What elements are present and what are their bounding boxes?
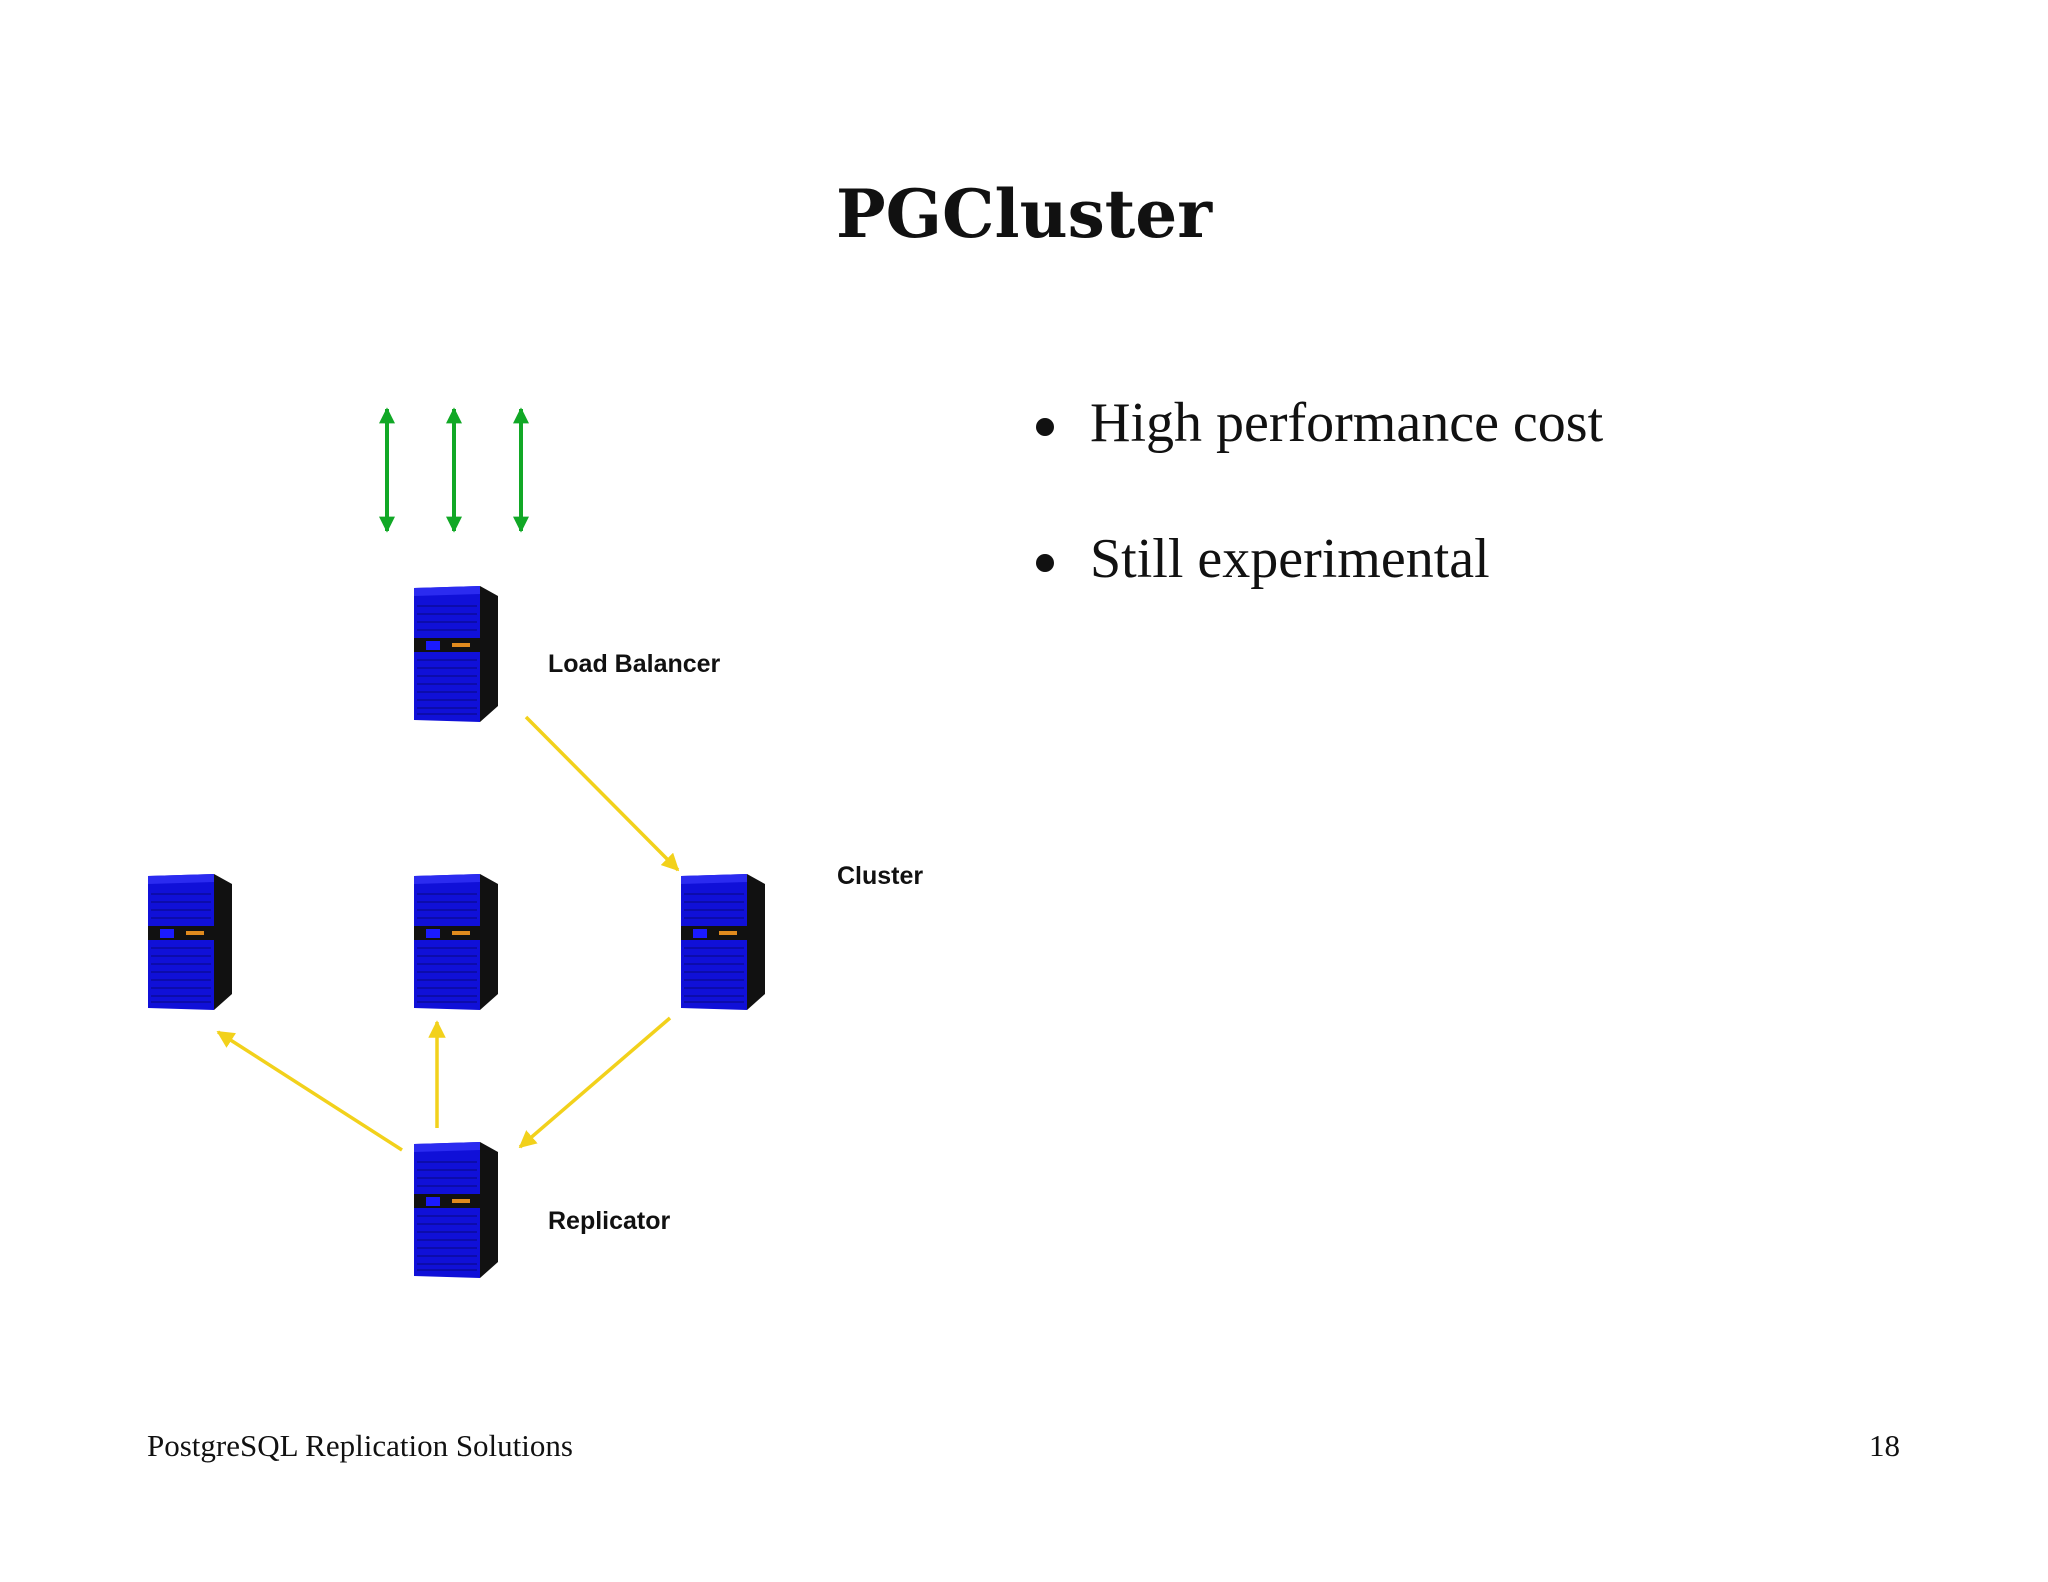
cluster-server-left-icon [147, 873, 233, 1011]
bullet-item: Still experimental [1030, 521, 1603, 657]
page-number: 18 [1869, 1428, 1900, 1463]
bullet-text: Still experimental [1090, 528, 1490, 590]
load-balancer-label: Load Balancer [548, 650, 721, 678]
footer-title: PostgreSQL Replication Solutions [147, 1428, 573, 1463]
bullet-text: High performance cost [1090, 392, 1604, 454]
cluster-server-right-icon [680, 873, 766, 1011]
bullet-item: High performance cost [1030, 385, 1603, 521]
bullet-list: High performance cost Still experimental [1030, 385, 1603, 657]
replicator-label: Replicator [548, 1207, 671, 1235]
slide-title: PGCluster [836, 175, 1212, 253]
replicator-server-icon [413, 1141, 499, 1279]
bullet-dot-icon [1036, 418, 1054, 436]
bullet-dot-icon [1036, 554, 1054, 572]
lb-to-cluster-arrow [524, 715, 680, 872]
load-balancer-server-icon [413, 585, 499, 723]
cluster-to-replicator-arrow [518, 1016, 672, 1149]
cluster-label: Cluster [837, 862, 923, 890]
cluster-server-middle-icon [413, 873, 499, 1011]
replicator-to-left-arrow [216, 1030, 403, 1152]
